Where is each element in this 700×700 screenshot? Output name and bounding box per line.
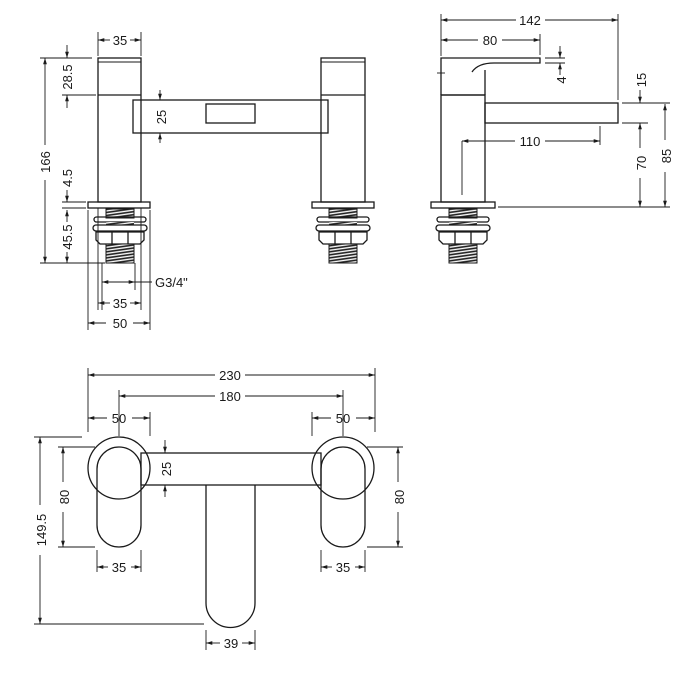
dim-plan-total-depth: 149.5 (34, 514, 49, 547)
dim-lever-thickness: 4 (554, 76, 569, 83)
dim-thread: G3/4" (155, 275, 188, 290)
dim-left-handle-width: 35 (112, 560, 126, 575)
plan-view: 230 180 50 50 25 80 80 35 35 149.5 39 (34, 368, 407, 651)
dim-tail-length: 45.5 (60, 224, 75, 249)
dim-total-height: 166 (38, 151, 53, 173)
dim-spout-width: 39 (224, 636, 238, 651)
dim-centres: 180 (219, 389, 241, 404)
right-pillar (311, 57, 375, 264)
left-pillar (87, 57, 151, 264)
side-view: 142 80 4 15 70 85 110 (430, 13, 674, 264)
right-handle (320, 446, 366, 548)
dim-right-escutcheon: 50 (336, 411, 350, 426)
left-handle (96, 446, 142, 548)
dim-right-handle-width: 35 (336, 560, 350, 575)
dim-bridge-width: 25 (159, 462, 174, 476)
dim-left-handle-length: 80 (57, 490, 72, 504)
bridge (132, 99, 329, 134)
dim-spout-underside-height: 70 (634, 156, 649, 170)
dim-overall-width: 230 (219, 368, 241, 383)
dim-thread-width: 35 (113, 296, 127, 311)
dim-lever-length: 80 (483, 33, 497, 48)
front-view: 35 166 28.5 4.5 45.5 25 G3/4" 35 50 (38, 32, 375, 331)
dim-bridge-height: 25 (154, 110, 169, 124)
dim-spout-projection: 110 (520, 134, 541, 149)
dim-plate-width: 50 (113, 316, 127, 331)
dim-spout-thickness: 15 (634, 73, 649, 87)
dim-pillar-width: 35 (113, 33, 127, 48)
dim-right-handle-length: 80 (392, 490, 407, 504)
dim-total-depth: 142 (519, 13, 541, 28)
dim-spout-top-height: 85 (659, 149, 674, 163)
dim-left-escutcheon: 50 (112, 411, 126, 426)
dim-cap-height: 28.5 (60, 64, 75, 89)
dim-plate-thickness: 4.5 (60, 169, 75, 187)
